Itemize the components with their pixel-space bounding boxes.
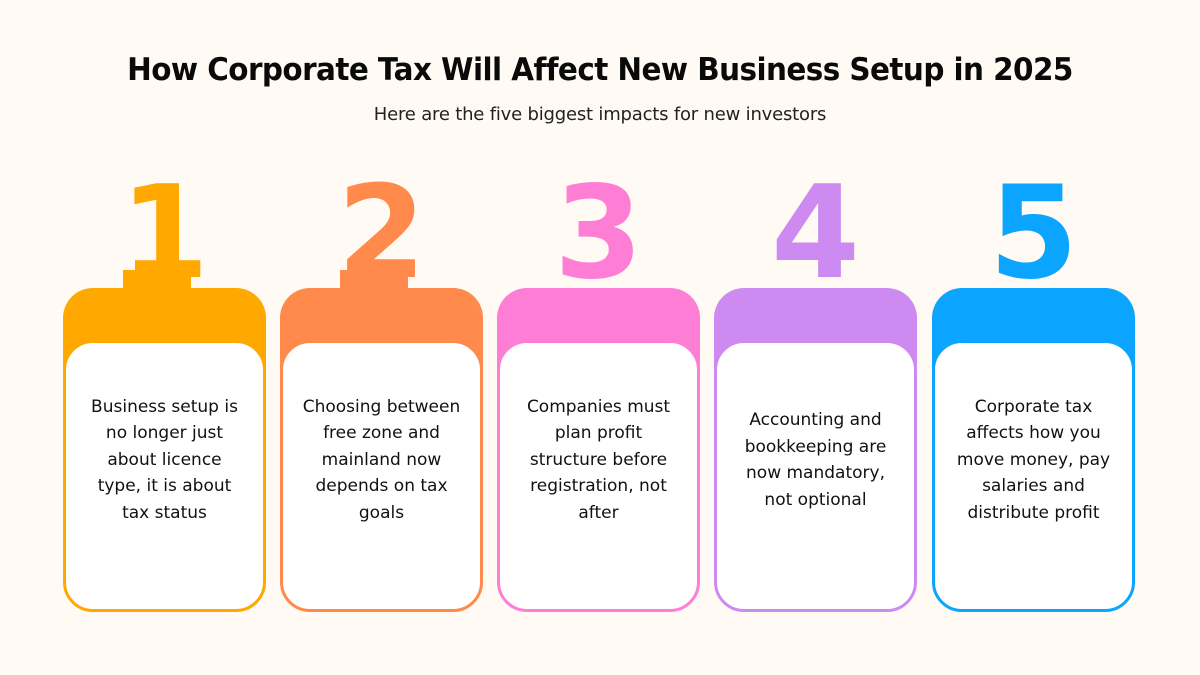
- card-number: 2: [336, 159, 427, 308]
- impact-card-5: 5 Corporate tax affects how you move mon…: [932, 170, 1135, 613]
- card-text: Companies must plan profit structure bef…: [526, 396, 671, 523]
- card-body: Corporate tax affects how you move money…: [932, 340, 1135, 612]
- impact-card-4: 4 Accounting and bookkeeping are now man…: [714, 170, 917, 613]
- card-number: 5: [988, 159, 1079, 308]
- card-body: Accounting and bookkeeping are now manda…: [714, 340, 917, 612]
- card-connector: [123, 270, 191, 290]
- page-title: How Corporate Tax Will Affect New Busine…: [127, 52, 1073, 88]
- card-body: Business setup is no longer just about l…: [63, 340, 266, 612]
- card-text: Accounting and bookkeeping are now manda…: [744, 410, 887, 510]
- card-connector: [340, 270, 408, 290]
- impact-card-3: 3 Companies must plan profit structure b…: [497, 170, 700, 613]
- card-text: Choosing between free zone and mainland …: [302, 396, 461, 523]
- card-number: 3: [553, 159, 644, 308]
- card-text: Business setup is no longer just about l…: [91, 396, 238, 523]
- card-text: Corporate tax affects how you move money…: [956, 396, 1111, 523]
- card-body: Choosing between free zone and mainland …: [280, 340, 483, 612]
- impact-card-1: 1 Business setup is no longer just about…: [63, 170, 266, 613]
- card-body: Companies must plan profit structure bef…: [497, 340, 700, 612]
- page-subtitle: Here are the five biggest impacts for ne…: [373, 104, 827, 125]
- card-number: 1: [119, 159, 210, 308]
- impact-card-2: 2 Choosing between free zone and mainlan…: [280, 170, 483, 613]
- card-number: 4: [770, 159, 861, 308]
